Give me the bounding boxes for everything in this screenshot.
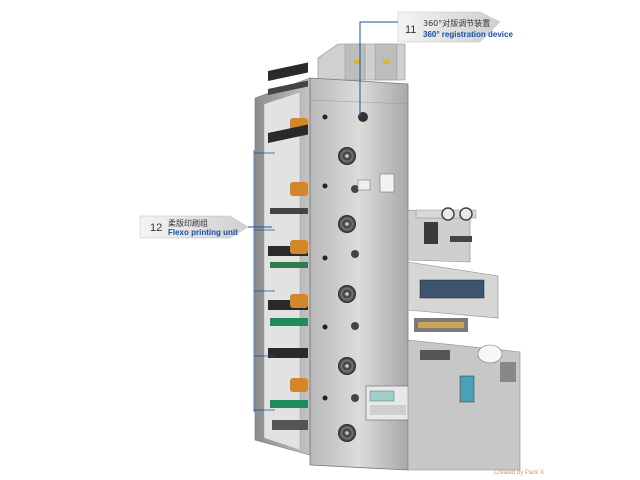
callout-label-en: 360° registration device — [423, 30, 513, 39]
callout-flexo-printing-unit: 12 柔版印刷组 Flexo printing unit — [140, 216, 250, 240]
callout-plates — [139, 11, 501, 239]
right-section — [407, 207, 521, 471]
callout-number: 12 — [150, 222, 163, 234]
callout-label-zh: 360°对版调节装置 — [423, 19, 491, 28]
control-panel — [365, 385, 411, 421]
callout-label-zh: 柔版印刷组 — [168, 219, 208, 228]
callout-registration-device: 11 360°对版调节装置 360° registration device — [398, 12, 513, 44]
leader-lines — [248, 21, 398, 412]
credit-text: Created by Pack X — [493, 470, 544, 476]
callout-number: 11 — [405, 24, 417, 36]
top-registration-box — [317, 43, 406, 81]
front-rollers — [322, 112, 395, 442]
printing-units — [268, 62, 308, 430]
callout-label-en: Flexo printing unit — [168, 228, 238, 237]
